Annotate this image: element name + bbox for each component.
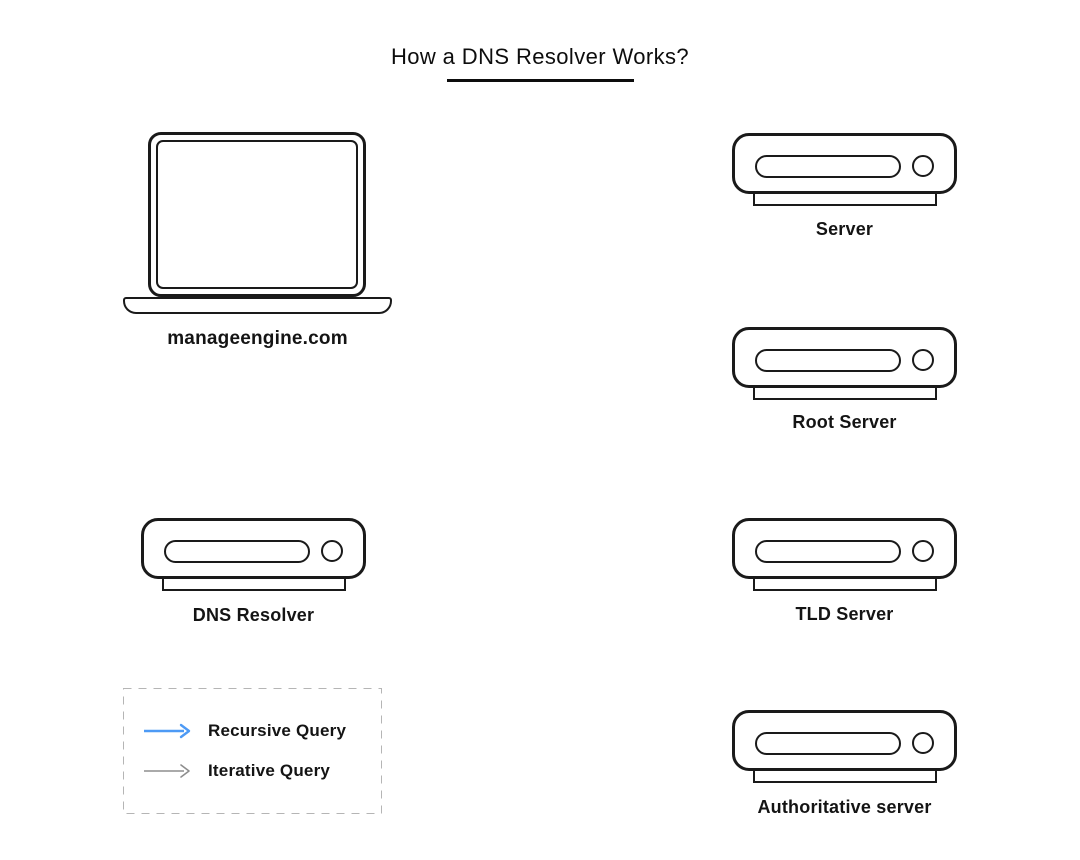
server-led bbox=[912, 155, 934, 177]
page-title: How a DNS Resolver Works? bbox=[390, 44, 690, 69]
server-slot bbox=[755, 349, 901, 372]
server-stand bbox=[753, 193, 937, 206]
server-stand bbox=[753, 578, 937, 591]
server-slot bbox=[755, 540, 901, 563]
server-body bbox=[732, 518, 957, 579]
server-slot bbox=[755, 155, 901, 178]
server-icon bbox=[732, 133, 957, 206]
client-label: manageengine.com bbox=[167, 328, 348, 349]
node-authoritative-server: Authoritative server bbox=[732, 710, 957, 818]
iterative-query-label: Iterative Query bbox=[208, 761, 331, 780]
server-icon bbox=[732, 327, 957, 400]
node-client: manageengine.com bbox=[123, 132, 392, 350]
legend-dashed-border bbox=[123, 688, 382, 814]
server-body bbox=[141, 518, 366, 579]
server-led bbox=[912, 540, 934, 562]
node-server: Server bbox=[732, 133, 957, 240]
server-icon bbox=[732, 518, 957, 591]
server-icon bbox=[732, 710, 957, 783]
node-dns-resolver: DNS Resolver bbox=[141, 518, 366, 626]
server-label: Server bbox=[815, 219, 874, 239]
server-led bbox=[912, 349, 934, 371]
laptop-icon bbox=[123, 132, 392, 314]
node-tld-server: TLD Server bbox=[732, 518, 957, 625]
legend-item-recursive: Recursive Query bbox=[143, 721, 382, 741]
laptop-base bbox=[123, 297, 392, 314]
legend-item-iterative: Iterative Query bbox=[143, 761, 382, 781]
server-led bbox=[321, 540, 343, 562]
legend-box: Recursive Query Iterative Query bbox=[123, 688, 382, 814]
node-root-server: Root Server bbox=[732, 327, 957, 433]
server-stand bbox=[753, 387, 937, 400]
server-stand bbox=[162, 578, 346, 591]
recursive-query-label: Recursive Query bbox=[208, 721, 347, 740]
page-title-block: How a DNS Resolver Works? bbox=[0, 44, 1080, 82]
server-slot bbox=[755, 732, 901, 755]
laptop-screen bbox=[148, 132, 366, 297]
server-icon bbox=[141, 518, 366, 591]
server-body bbox=[732, 327, 957, 388]
title-underline bbox=[446, 79, 634, 82]
recursive-arrow-icon bbox=[144, 723, 191, 739]
laptop-screen-inner bbox=[156, 140, 358, 289]
iterative-arrow-icon bbox=[144, 764, 190, 778]
tld-server-label: TLD Server bbox=[795, 604, 894, 624]
server-led bbox=[912, 732, 934, 754]
server-body bbox=[732, 133, 957, 194]
server-body bbox=[732, 710, 957, 771]
server-slot bbox=[164, 540, 310, 563]
dns-resolver-label: DNS Resolver bbox=[192, 605, 315, 625]
server-stand bbox=[753, 770, 937, 783]
root-server-label: Root Server bbox=[792, 412, 897, 432]
authoritative-server-label: Authoritative server bbox=[757, 797, 932, 817]
